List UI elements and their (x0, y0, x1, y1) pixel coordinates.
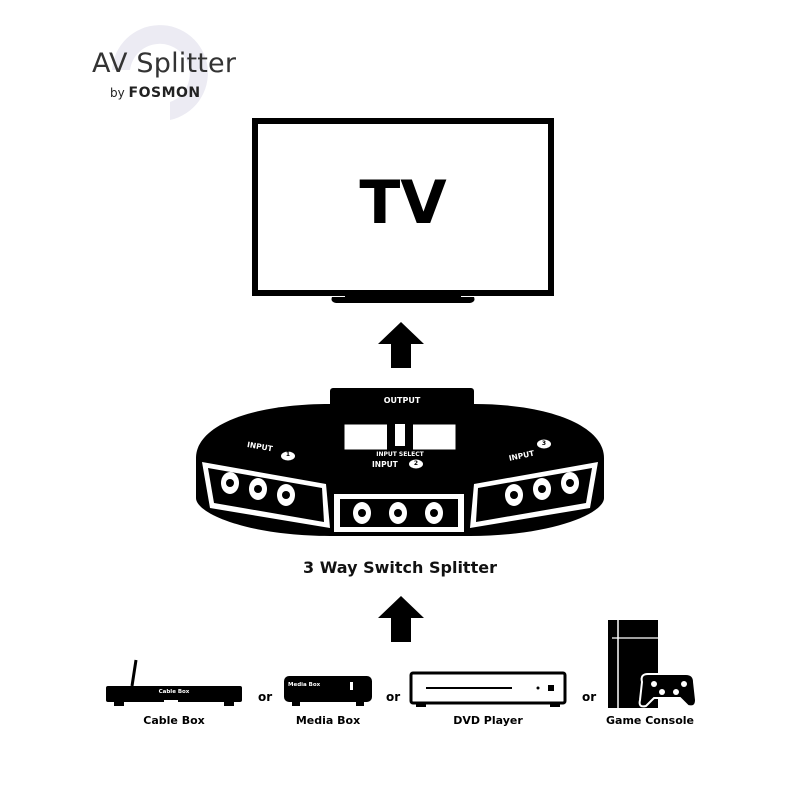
brand-swoosh-icon (112, 25, 208, 120)
arrow-up-icon (378, 596, 424, 642)
brand-maker: FOSMON (128, 85, 201, 101)
media-box-screen-text: Media Box (288, 682, 321, 688)
brand-by-text: by (110, 86, 125, 100)
cable-box-screen-text: Cable Box (158, 689, 190, 695)
separator-or-1: or (258, 690, 273, 704)
arrow-up-icon (378, 322, 424, 368)
input-select-label: INPUT SELECT (376, 451, 424, 458)
tv-icon (252, 118, 554, 303)
cable-box-caption: Cable Box (143, 714, 205, 727)
separator-or-3: or (582, 690, 597, 704)
media-box-icon (284, 676, 372, 706)
dvd-player-icon (409, 671, 567, 707)
splitter-device (196, 388, 604, 536)
separator-or-2: or (386, 690, 401, 704)
input-2-number: 2 (413, 460, 419, 467)
brand-title: AV Splitter (92, 48, 237, 79)
input-2-label: INPUT (372, 460, 398, 469)
cable-box-icon (106, 659, 242, 706)
tv-label: TV (359, 168, 447, 238)
game-console-caption: Game Console (606, 714, 694, 727)
media-box-caption: Media Box (295, 714, 361, 727)
input-1-number: 1 (285, 451, 291, 458)
dvd-player-caption: DVD Player (453, 714, 523, 727)
input-3-number: 3 (541, 440, 547, 447)
output-label: OUTPUT (383, 396, 421, 405)
brand-byline: by FOSMON (110, 85, 201, 101)
splitter-caption: 3 Way Switch Splitter (303, 558, 497, 577)
game-console-icon (608, 620, 698, 708)
